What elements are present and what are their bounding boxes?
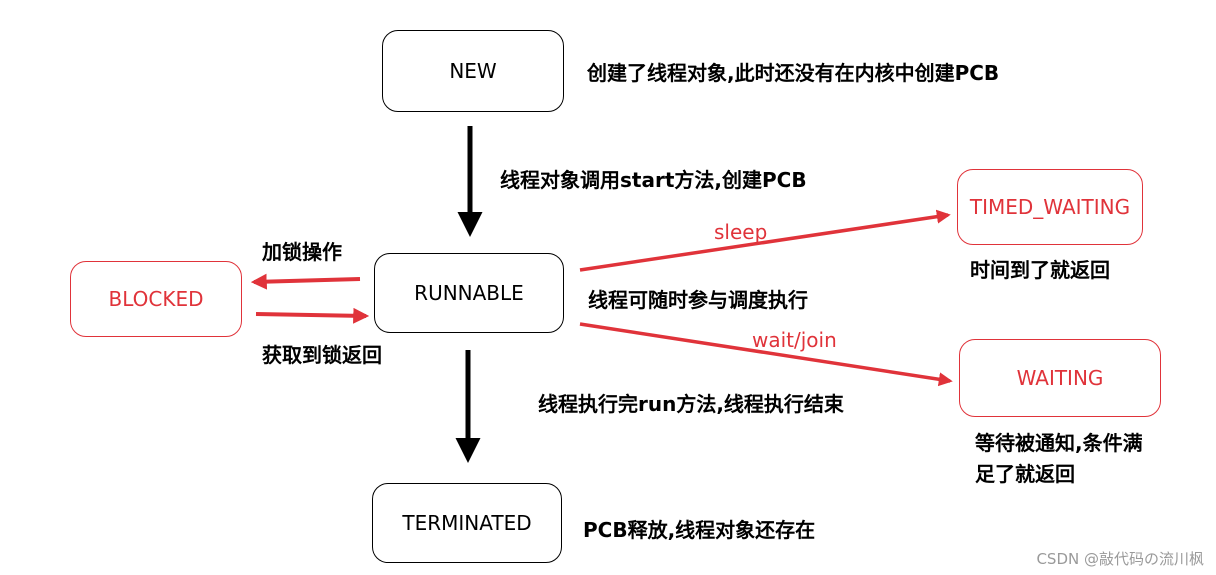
state-runnable-label: RUNNABLE — [414, 281, 524, 305]
label-wait-join: wait/join — [752, 328, 837, 352]
arrow-blocked-to-runnable — [255, 307, 370, 324]
note-finish: 线程执行完run方法,线程执行结束 — [538, 392, 844, 416]
state-terminated-label: TERMINATED — [402, 511, 532, 535]
arrow-runnable-to-timed-waiting — [579, 209, 951, 272]
note-runnable: 线程可随时参与调度执行 — [588, 288, 808, 312]
state-terminated: TERMINATED — [372, 483, 562, 563]
state-blocked: BLOCKED — [70, 261, 242, 337]
state-new: NEW — [382, 30, 564, 112]
note-new: 创建了线程对象,此时还没有在内核中创建PCB — [587, 61, 1000, 85]
note-lock-acquired: 获取到锁返回 — [262, 343, 382, 367]
note-waiting-line1: 等待被通知,条件满 — [975, 431, 1143, 455]
note-terminated: PCB释放,线程对象还存在 — [583, 518, 816, 542]
state-new-label: NEW — [449, 59, 497, 83]
arrow-runnable-to-blocked — [250, 273, 361, 290]
note-timed-return: 时间到了就返回 — [970, 258, 1110, 282]
state-runnable: RUNNABLE — [374, 253, 564, 333]
note-lock: 加锁操作 — [262, 240, 342, 264]
note-start: 线程对象调用start方法,创建PCB — [500, 168, 807, 192]
state-timed-waiting-label: TIMED_WAITING — [969, 195, 1131, 219]
watermark: CSDN @敲代码の流川枫 — [1036, 550, 1204, 568]
note-waiting-line2: 足了就返回 — [975, 462, 1075, 486]
state-waiting: WAITING — [959, 339, 1161, 417]
state-timed-waiting: TIMED_WAITING — [957, 169, 1143, 245]
arrow-runnable-to-waiting — [579, 322, 953, 387]
state-blocked-label: BLOCKED — [108, 287, 204, 311]
state-waiting-label: WAITING — [1016, 366, 1104, 390]
label-sleep: sleep — [714, 220, 768, 244]
